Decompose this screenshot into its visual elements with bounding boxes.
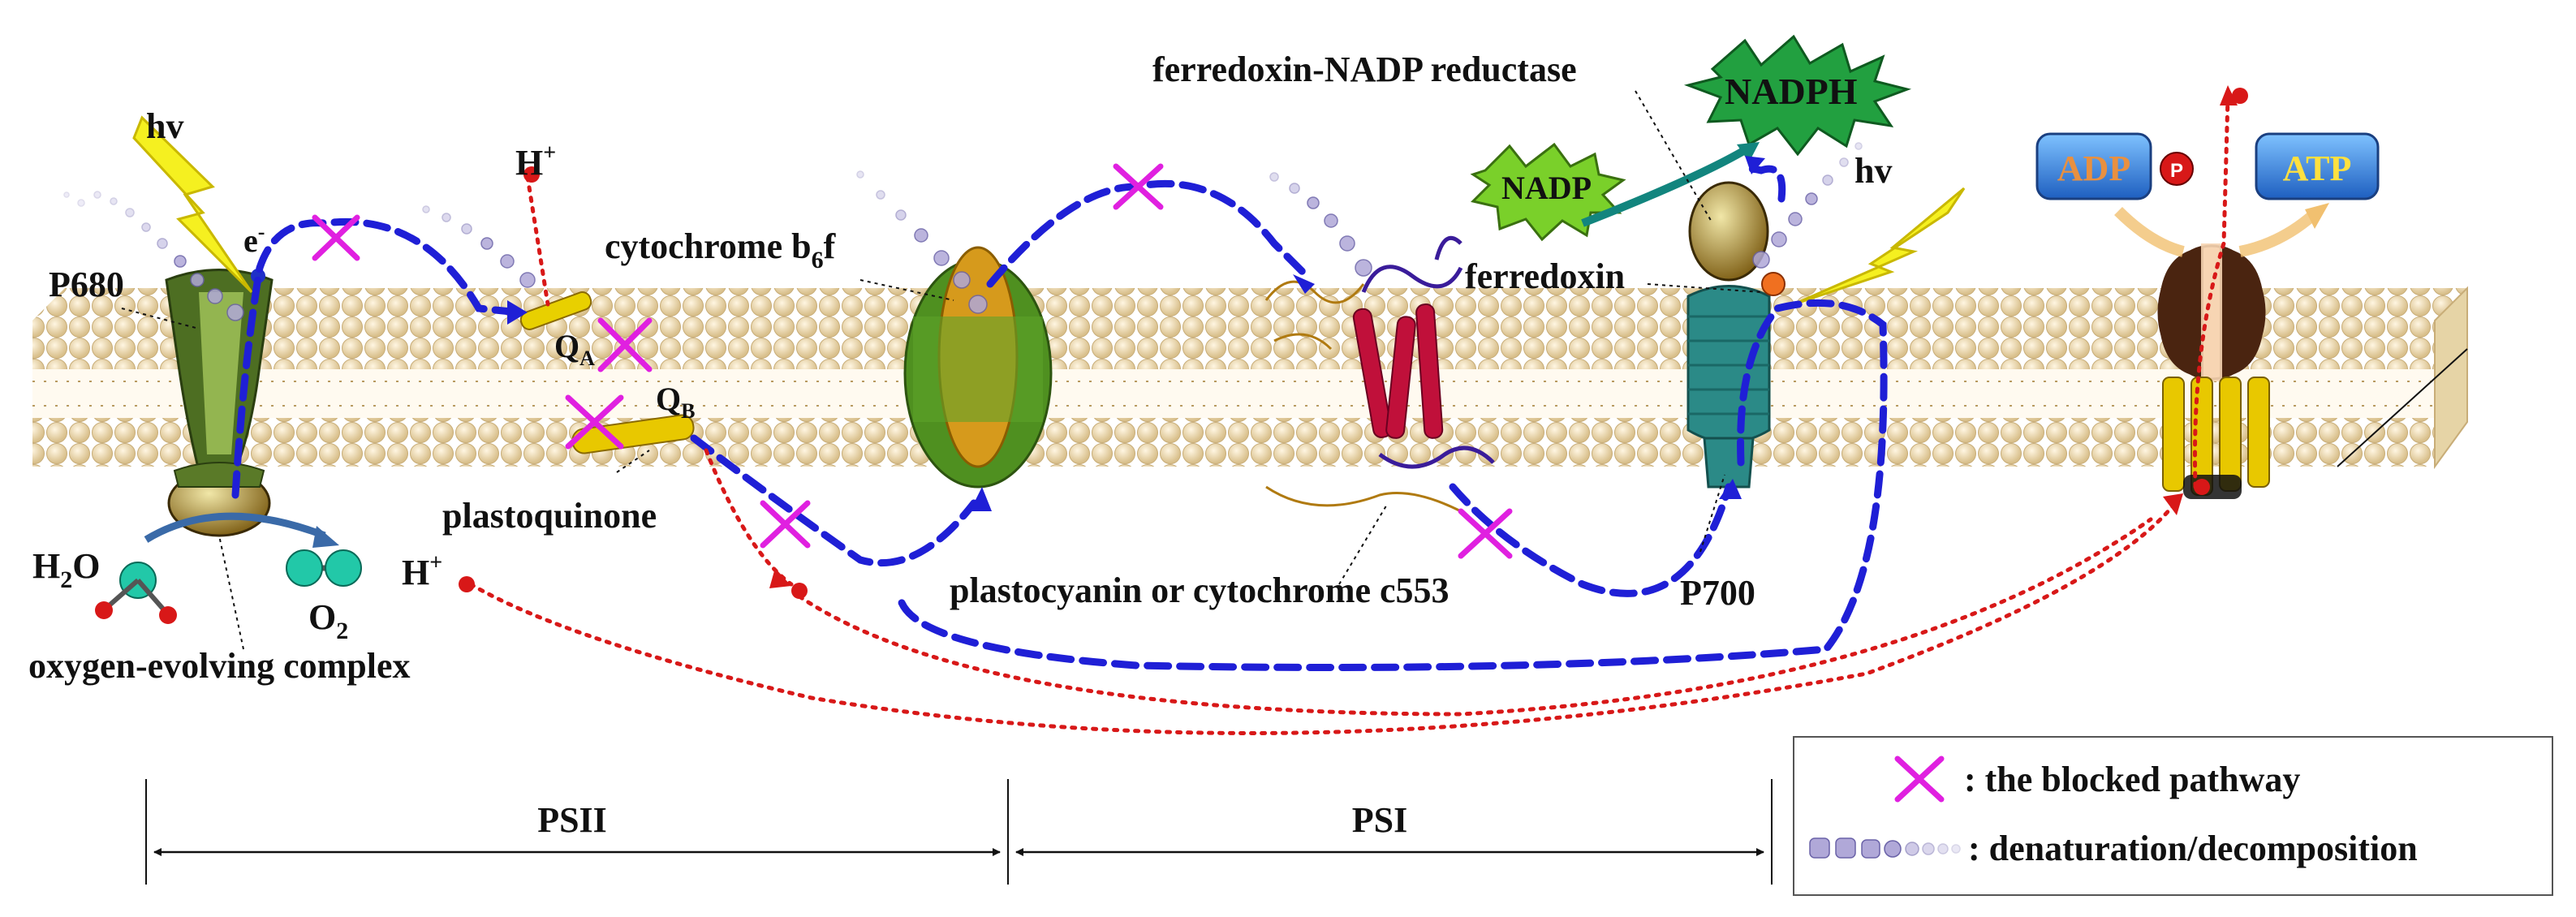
- nadp-to-nadph-arrow: [1581, 146, 1747, 227]
- lightning-right-icon: [1793, 187, 1966, 306]
- psi-complex: [1686, 181, 1786, 489]
- qb-label: QB: [656, 381, 695, 423]
- proton-dots: [459, 88, 2248, 599]
- atp-label: ATP: [2283, 149, 2352, 188]
- plastocyanin-structure: [1264, 235, 1495, 513]
- blocked-mark-3: [565, 394, 624, 450]
- o2-label: O2: [308, 597, 348, 644]
- atp-arc-arrowhead: [2305, 203, 2329, 229]
- thylakoid-membrane: [32, 286, 2468, 470]
- atp-synthase: [2157, 243, 2270, 499]
- blocked-mark-5: [1113, 163, 1164, 210]
- nadp-label: NADP: [1501, 170, 1592, 206]
- denaturation-dots-pc: [1269, 172, 1372, 277]
- legend-denaturation-label: : denaturation/decomposition: [1968, 829, 2418, 868]
- adp-badge: ADP: [2035, 132, 2152, 200]
- blocked-mark-2: [597, 317, 653, 372]
- electron-label: e-: [243, 220, 265, 259]
- blocked-mark-6: [1458, 508, 1513, 559]
- legend-blocked-icon: [1894, 756, 1945, 803]
- cytochrome-label: cytochrome b6f: [605, 226, 837, 273]
- nadp-burst-icon: [1470, 142, 1626, 242]
- blocked-mark-1: [312, 214, 360, 261]
- cytochrome-b6f-complex: [903, 246, 1053, 489]
- nadph-label: NADPH: [1725, 71, 1858, 112]
- legend: : the blocked pathway : denaturation/dec…: [1793, 736, 2553, 896]
- adp-atp-arc-right: [2238, 210, 2317, 257]
- p700-label: P700: [1680, 573, 1755, 613]
- denaturation-dots-psi: [1752, 142, 1863, 269]
- qa-quinone: [519, 291, 592, 330]
- fnr-label: ferredoxin-NADP reductase: [1152, 50, 1577, 89]
- ferredoxin-nadp-reductase-shape: [1688, 181, 1769, 282]
- lightning-left-icon: [132, 115, 253, 294]
- water-split-arrowhead: [312, 526, 339, 548]
- psii-label: PSII: [537, 800, 607, 840]
- adp-atp-arc-left: [2114, 207, 2185, 257]
- oec-label: oxygen-evolving complex: [28, 646, 411, 686]
- h-plus-top-label: H+: [515, 140, 556, 183]
- phosphate-label: P: [2170, 160, 2183, 182]
- h2o-label: H2O: [32, 546, 100, 593]
- denaturation-dots-cyt: [856, 170, 988, 314]
- legend-blocked-label: : the blocked pathway: [1964, 760, 2300, 799]
- legend-denaturation-icon: [1809, 837, 1961, 859]
- water-split-arrow: [144, 512, 326, 543]
- nadph-arrowhead: [1737, 142, 1760, 162]
- ferredoxin-shape: [1761, 272, 1786, 296]
- electron-path-arrowheads: [507, 156, 1765, 511]
- denaturation-dots-qa: [422, 205, 536, 288]
- plastocyanin-label: plastocyanin or cytochrome c553: [950, 570, 1450, 610]
- phosphate-badge: P: [2160, 152, 2194, 186]
- plastoquinone-label: plastoquinone: [442, 496, 657, 536]
- ferredoxin-label: ferredoxin: [1465, 256, 1625, 296]
- h-plus-bottom-label: H+: [402, 550, 442, 592]
- atp-badge: ATP: [2255, 132, 2380, 200]
- qa-label: QA: [554, 328, 595, 370]
- proton-arrowheads: [769, 85, 2238, 588]
- hv-right-label: hv: [1854, 151, 1892, 191]
- nadph-burst-icon: [1683, 34, 1912, 157]
- blocked-marks: [312, 163, 1513, 559]
- psi-span: PSI: [1015, 779, 1773, 885]
- p680-label: P680: [49, 265, 124, 304]
- psii-span: PSII: [145, 779, 1009, 885]
- adp-label: ADP: [2057, 149, 2130, 188]
- leader-lines: [121, 90, 1762, 650]
- water-molecule-icon: [95, 562, 177, 624]
- denaturation-dots-psii: [63, 191, 244, 321]
- psi-label: PSI: [1352, 800, 1407, 840]
- blocked-mark-4: [760, 500, 811, 549]
- oxygen-molecule-icon: [286, 549, 362, 587]
- hv-left-label: hv: [146, 106, 183, 146]
